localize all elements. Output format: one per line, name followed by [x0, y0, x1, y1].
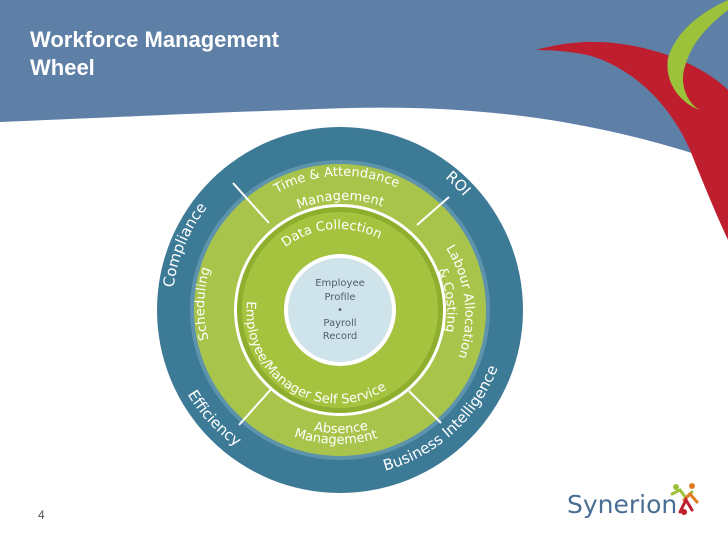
center-disc [288, 258, 392, 362]
slide-title: Workforce Management Wheel [30, 26, 279, 82]
synerion-figures-icon [670, 483, 699, 515]
center-bullet: • [337, 305, 343, 316]
middle-ring-dividers [232, 182, 450, 426]
green-leaf-decoration [667, 0, 728, 110]
center-line-payroll: Payroll [323, 318, 356, 329]
synerion-logo: Synerion [567, 478, 717, 533]
segment-absence-line1: Absence [313, 419, 369, 438]
segment-absence-line2: Management [293, 426, 380, 448]
center-line-record: Record [323, 331, 358, 342]
slide-title-line-2: Wheel [30, 55, 95, 80]
page-number: 4 [38, 508, 45, 522]
segment-scheduling: Scheduling [193, 265, 214, 342]
center-line-profile: Profile [324, 292, 355, 303]
center-line-employee: Employee [315, 278, 365, 289]
slide-title-line-1: Workforce Management [30, 27, 279, 52]
logo-text: Synerion [567, 490, 678, 519]
workforce-management-wheel: Compliance ROI Business Intelligence Eff… [157, 127, 523, 493]
